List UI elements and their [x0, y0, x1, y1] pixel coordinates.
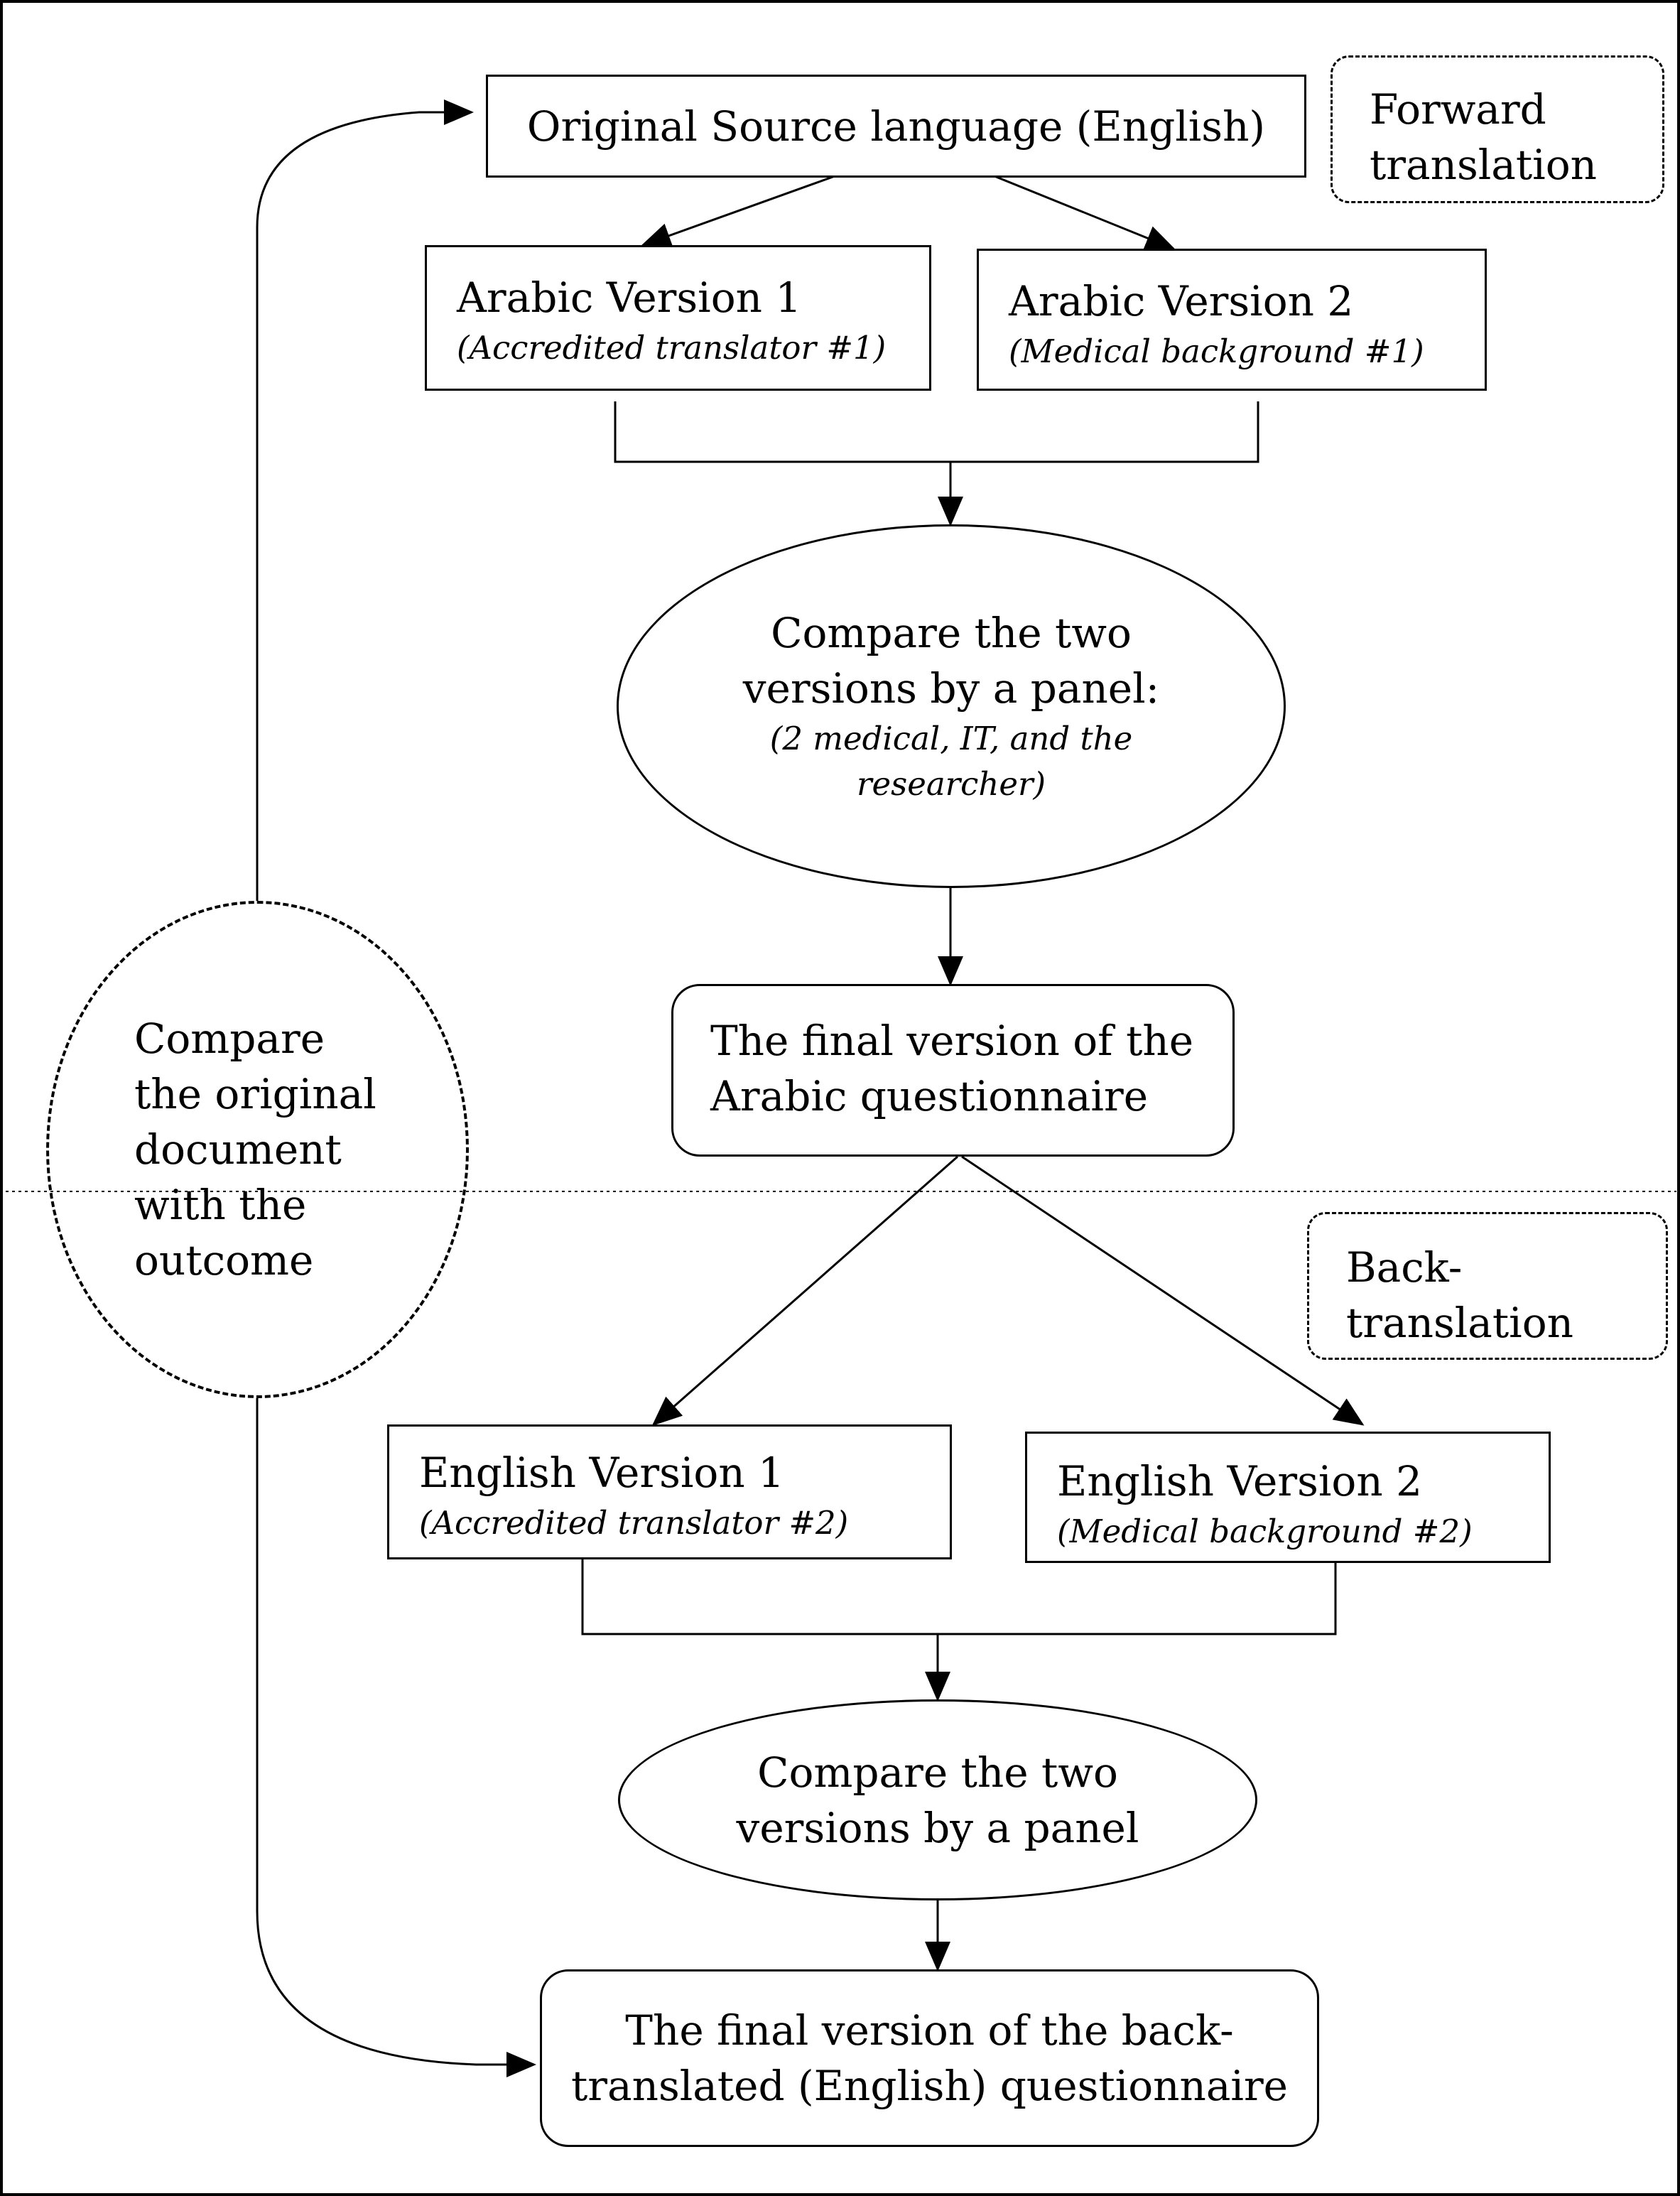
bracket-arabic-versions: [614, 401, 1259, 463]
arrow-compare-original-to-final-back: [256, 1398, 536, 2077]
original-source-box: Original Source language (English): [486, 75, 1306, 178]
arrow-final-arabic-to-english-v2: [961, 1155, 1365, 1426]
compare-forward-ellipse: Compare the two versions by a panel: (2 …: [617, 524, 1286, 888]
arabic-version-2-title: Arabic Version 2: [1009, 277, 1354, 325]
english-version-1-note: (Accredited translator #2): [419, 1504, 849, 1542]
english-version-1-title: English Version 1: [419, 1449, 785, 1497]
back-translation-tag: Back- translation: [1307, 1212, 1668, 1360]
arabic-version-2-box: Arabic Version 2 (Medical background #1): [977, 249, 1487, 391]
english-version-1-box: English Version 1 (Accredited translator…: [387, 1424, 952, 1559]
english-version-2-title: English Version 2: [1057, 1457, 1423, 1505]
forward-translation-label: Forward translation: [1370, 85, 1597, 189]
arabic-version-1-note: (Accredited translator #1): [457, 329, 887, 367]
forward-translation-tag: Forward translation: [1331, 55, 1664, 203]
bracket-english-versions: [581, 1559, 1337, 1635]
arabic-version-1-title: Arabic Version 1: [457, 274, 802, 322]
original-source-label: Original Source language (English): [526, 102, 1266, 151]
compare-forward-title: Compare the two versions by a panel:: [742, 609, 1160, 713]
english-version-2-note: (Medical background #2): [1057, 1513, 1473, 1550]
english-version-2-box: English Version 2 (Medical background #2…: [1025, 1432, 1551, 1563]
compare-back-ellipse: Compare the two versions by a panel: [618, 1699, 1257, 1900]
arrow-compare-original-to-source: [256, 99, 474, 901]
back-translation-label: Back- translation: [1346, 1243, 1573, 1347]
final-arabic-label: The final version of the Arabic question…: [710, 1017, 1194, 1120]
arrow-source-to-arabic-v1: [641, 175, 835, 248]
compare-back-label: Compare the two versions by a panel: [736, 1748, 1139, 1852]
compare-forward-note: (2 medical, IT, and the researcher): [769, 720, 1133, 803]
final-arabic-box: The final version of the Arabic question…: [671, 984, 1235, 1157]
arabic-version-1-box: Arabic Version 1 (Accredited translator …: [425, 245, 931, 391]
arabic-version-2-note: (Medical background #1): [1009, 332, 1424, 370]
final-back-label: The final version of the back- translate…: [570, 2006, 1289, 2110]
compare-original-ellipse: Compare the original document with the o…: [46, 901, 469, 1398]
arrow-final-arabic-to-english-v1: [651, 1155, 958, 1426]
arrow-source-to-arabic-v2: [994, 175, 1176, 251]
final-back-box: The final version of the back- translate…: [540, 1969, 1319, 2147]
compare-original-label: Compare the original document with the o…: [134, 1015, 376, 1284]
